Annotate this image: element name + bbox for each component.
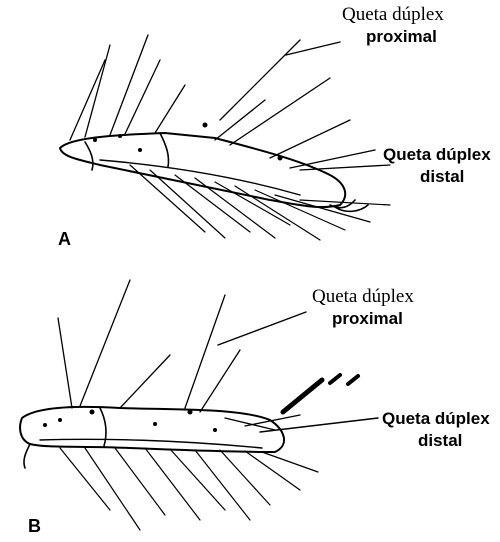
panel-b-label-proximal-line1: Queta dúplex: [312, 286, 414, 307]
panel-b-drawing: [20, 280, 378, 530]
panel-b-joint-line: [100, 408, 106, 446]
panel-a-label-proximal-line2: proximal: [366, 27, 437, 46]
panel-b-duplex-marks: [43, 410, 217, 433]
panel-b-label-distal-line2: distal: [418, 431, 462, 450]
panel-a-label-distal-line1: Queta dúplex: [383, 145, 491, 164]
panel-b-heavy-mark-3: [348, 376, 358, 384]
panel-b-pointer-proximal: [218, 312, 306, 345]
panel-a-setae-ventral: [130, 165, 390, 240]
panel-b-label-distal-line1: Queta dúplex: [382, 409, 490, 428]
panel-b-segment-outline: [20, 407, 284, 452]
panel-a-setae-dorsal: [70, 35, 390, 170]
panel-b-heavy-mark-1: [283, 380, 322, 412]
panel-b-setae-ventral: [60, 448, 318, 530]
panel-a-letter: A: [58, 229, 71, 249]
panel-a-pointer-distal: [290, 150, 375, 168]
panel-a-pointer-proximal: [286, 42, 340, 55]
panel-b-label-proximal-line2: proximal: [332, 309, 403, 328]
panel-a-joint-line: [85, 142, 93, 170]
panel-b-letter: B: [28, 516, 41, 536]
panel-a-label-distal-line2: distal: [420, 167, 464, 186]
panel-a-joint-line-2: [160, 133, 169, 167]
panel-a-label-proximal-line1: Queta dúplex: [342, 4, 444, 25]
panel-a-drawing: [60, 35, 390, 240]
panel-b-base-edge: [24, 444, 30, 468]
panel-b-heavy-mark-2: [330, 375, 340, 383]
